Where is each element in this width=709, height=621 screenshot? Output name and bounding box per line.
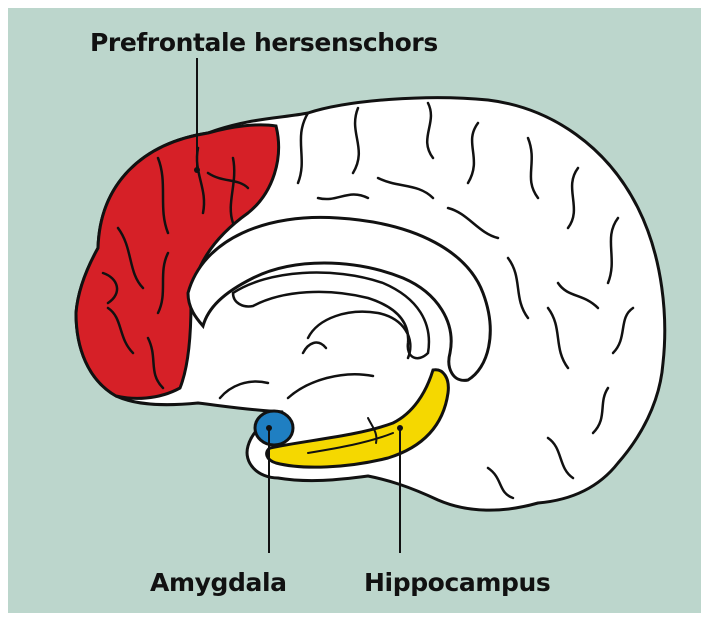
brain-diagram (8, 8, 701, 613)
amygdala-label: Amygdala (150, 568, 287, 597)
amygdala-region (255, 411, 293, 445)
hippocampus-leader-dot (397, 425, 403, 431)
amygdala-leader-dot (266, 425, 272, 431)
prefrontal-leader-dot (194, 167, 200, 173)
prefrontal-cortex-label: Prefrontale hersenschors (90, 28, 438, 57)
hippocampus-label: Hippocampus (364, 568, 550, 597)
diagram-panel: Prefrontale hersenschors Amygdala Hippoc… (8, 8, 701, 613)
